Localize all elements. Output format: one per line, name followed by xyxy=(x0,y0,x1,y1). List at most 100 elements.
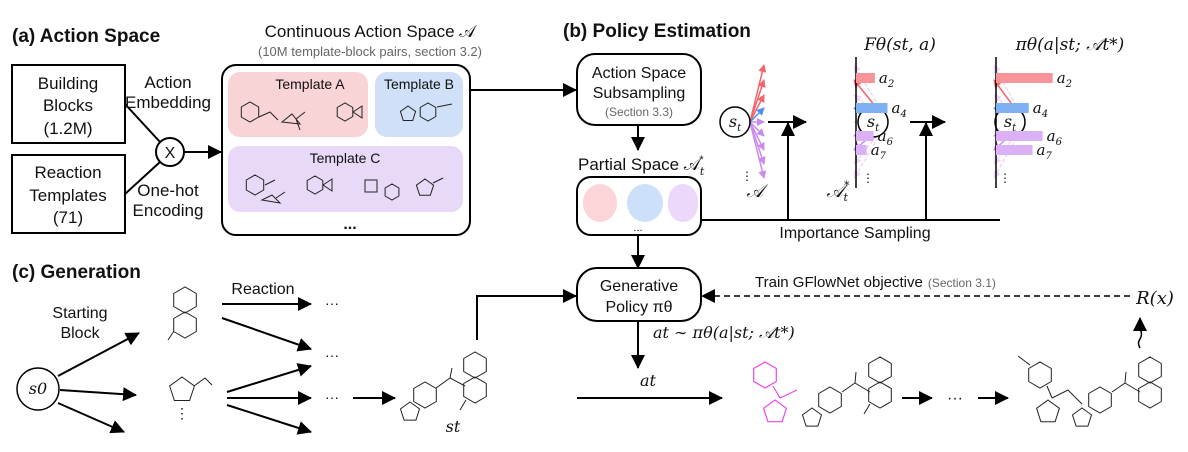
action-space-title: Continuous Action Space 𝒜 xyxy=(265,22,478,41)
bar-label: a2 xyxy=(1057,69,1072,90)
molecule-drawing xyxy=(399,102,453,122)
bar-a7 xyxy=(996,145,1033,155)
subsampling-label: Action Space xyxy=(592,65,686,82)
partial-space-label: Partial Space 𝒜t* xyxy=(578,154,705,178)
cross-symbol: X xyxy=(165,145,176,162)
state-node xyxy=(719,106,751,138)
dots: ··· xyxy=(947,390,963,407)
next-state-molecule xyxy=(801,356,892,427)
bar-a2 xyxy=(996,73,1053,83)
one-hot-label: Encoding xyxy=(133,201,204,220)
one-hot-label: One-hot xyxy=(137,181,199,200)
starting-block-label: Block xyxy=(60,325,100,342)
bar-label: a4 xyxy=(892,99,907,120)
generative-policy-box: Generative Policy πθ xyxy=(576,267,702,322)
panel-c-title: (c) Generation xyxy=(12,262,141,283)
molecule-drawing xyxy=(245,174,444,204)
ellipsis: ⋮ xyxy=(999,171,1011,185)
bar-label: a4 xyxy=(1033,99,1048,120)
subsampling-box: Action Space Subsampling (Section 3.3) xyxy=(576,53,702,126)
bar-a2 xyxy=(856,73,875,83)
action-arrow xyxy=(749,107,765,123)
reaction-templates-box: Reaction Templates (71) xyxy=(11,154,126,234)
reaction-templates-label: Reaction xyxy=(34,163,101,182)
more-blocks-ellipsis: ⋮ xyxy=(175,405,189,421)
reaction-templates-label: Templates xyxy=(29,186,106,205)
building-blocks-count: (1.2M) xyxy=(43,119,92,138)
policy-label: πθ(a|st; 𝒜t*) xyxy=(1015,35,1125,55)
template-c: Template C xyxy=(228,146,463,212)
added-block-molecule xyxy=(753,361,798,423)
subset-space-label: 𝒜t* xyxy=(827,179,850,204)
bar-a7 xyxy=(856,145,867,155)
dots: ··· xyxy=(325,347,339,363)
ellipsis: ⋮ xyxy=(741,169,753,183)
action-space-subtitle: (10M template-block pairs, section 3.2) xyxy=(258,44,482,59)
bar-a6 xyxy=(856,131,874,141)
action-arrow xyxy=(749,64,767,123)
final-molecule xyxy=(1017,355,1162,427)
arrow xyxy=(476,289,577,340)
dots: ··· xyxy=(325,295,339,311)
more-templates-ellipsis: ... xyxy=(343,216,356,233)
action-arrow xyxy=(749,121,767,179)
starting-block-label: Starting xyxy=(52,305,107,322)
cross-product-node: X xyxy=(155,137,185,167)
arrow xyxy=(226,363,312,393)
s0-node: s0 xyxy=(16,367,60,411)
bar-a4 xyxy=(856,103,888,113)
template-b-label: Template B xyxy=(384,76,454,92)
subsampling-section: (Section 3.3) xyxy=(605,105,673,119)
bar-label: a2 xyxy=(879,69,894,90)
bar-a6 xyxy=(996,131,1043,141)
building-blocks-label: Blocks xyxy=(43,96,93,115)
reward-arrow xyxy=(1133,317,1147,349)
generative-policy-label: Generative xyxy=(600,278,678,295)
connector-line xyxy=(124,161,161,195)
importance-sampling-label: Importance Sampling xyxy=(779,225,930,242)
action-label: at xyxy=(640,371,657,390)
arrow xyxy=(57,402,125,434)
action-embedding-label: Action xyxy=(144,73,191,92)
partial-space-ellipsis: ... xyxy=(633,222,642,234)
starting-block-molecule xyxy=(169,376,213,401)
template-b: Template B xyxy=(375,72,463,137)
template-c-label: Template C xyxy=(310,150,381,166)
action-embedding-label: Embedding xyxy=(125,93,211,112)
st-label: st xyxy=(446,417,461,436)
panel-a-title: (a) Action Space xyxy=(12,26,160,47)
bar-label: a6 xyxy=(1047,127,1063,148)
state-molecule xyxy=(399,351,487,421)
panel-b-title: (b) Policy Estimation xyxy=(563,21,751,42)
s0-label: s0 xyxy=(29,379,47,398)
arrow xyxy=(59,387,137,402)
arrow xyxy=(226,404,312,435)
template-a-label: Template A xyxy=(275,76,345,92)
arrow xyxy=(221,317,312,352)
full-space-label: 𝒜 xyxy=(746,181,768,202)
reaction-label: Reaction xyxy=(231,281,294,298)
connector-line xyxy=(124,103,161,143)
action-arrow xyxy=(749,79,766,123)
partial-space-box: ... xyxy=(576,176,702,236)
generative-policy-label: Policy πθ xyxy=(605,299,672,316)
reaction-templates-count: (71) xyxy=(53,208,83,227)
action-sampling-label: at ∼ πθ(a|st; 𝒜t*) xyxy=(653,323,795,342)
bar-label: a6 xyxy=(878,127,894,148)
building-blocks-label: Building xyxy=(38,74,99,93)
reward-label: R(x) xyxy=(1135,288,1174,309)
ellipsis: ⋮ xyxy=(862,171,874,185)
building-blocks-box: Building Blocks (1.2M) xyxy=(11,64,126,144)
arrow xyxy=(57,332,140,377)
dots: ··· xyxy=(325,389,339,405)
template-a: Template A xyxy=(228,72,368,137)
starting-block-molecule xyxy=(167,286,197,341)
train-objective-label: Train GFlowNet objective(Section 3.1) xyxy=(755,274,996,291)
molecule-drawing xyxy=(240,101,363,131)
bar-a4 xyxy=(996,103,1029,113)
flow-label: Fθ(st, a) xyxy=(863,35,936,55)
action-arrow xyxy=(749,121,765,137)
subsampling-label: Subsampling xyxy=(593,85,686,102)
